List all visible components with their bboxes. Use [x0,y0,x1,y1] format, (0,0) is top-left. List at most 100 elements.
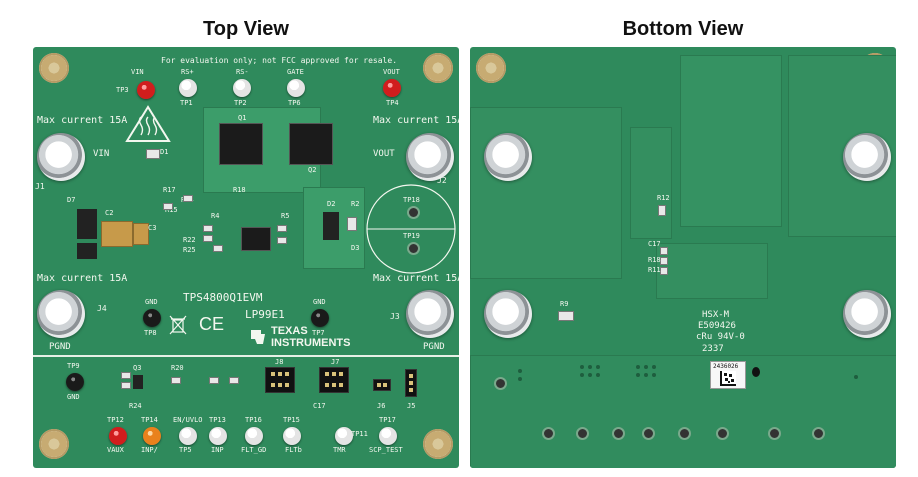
controller-ic [241,227,271,251]
q1-label: Q1 [238,114,247,122]
terminal-j3-pgnd[interactable] [406,290,454,338]
testpoint-tp9-gnd[interactable] [66,373,84,391]
resistor-r11 [660,267,668,275]
solder-joint [542,427,555,440]
r5-label: R5 [281,212,290,220]
max-current-pgnd-left-label: Max current 15A [37,273,128,284]
testpoint-vin-name: VIN [131,68,144,76]
tp5-label: TP5 [179,446,192,454]
testpoint-gate-label: TP6 [288,99,301,107]
bottom-view-board: R12 C17 R18 R11 R9 HSX-M E509426 cRu 94V… [470,47,896,468]
r17-label: R17 [163,186,176,194]
terminal-j4-pgnd[interactable] [37,290,85,338]
tp11-name: TMR [333,446,346,454]
copper-pour [630,127,672,239]
testpoint-vin[interactable] [137,81,155,99]
tp13-name: INP [211,446,224,454]
component [77,243,97,259]
testpoint-tp14-inp-bar[interactable] [143,427,161,445]
c2-label: C2 [105,209,114,217]
c17-label: C17 [313,402,326,410]
testpoint-gate[interactable] [287,79,305,97]
testpoint-tp19[interactable] [407,242,420,255]
board-marking-line2: E509426 [698,321,736,331]
pgnd-right-label: PGND [423,342,445,352]
resistor [171,377,181,384]
testpoint-tp12-vaux[interactable] [109,427,127,445]
testpoint-tp16-flt-gd[interactable] [245,427,263,445]
board-marking-line1: HSX-M [702,310,730,320]
top-view-board: For evaluation only; not FCC approved fo… [33,47,459,468]
testpoint-tp7-gnd[interactable] [311,309,329,327]
pgnd-left-label: PGND [49,342,71,352]
j1-label: J1 [35,182,45,191]
jumper-header-j8[interactable] [265,367,295,393]
tp5-name: EN/UVLO [173,416,203,424]
tp11-label: TP11 [351,430,368,438]
capacitor-c2 [101,221,133,247]
testpoint-rs-plus[interactable] [179,79,197,97]
testpoint-tp11-tmr[interactable] [335,427,353,445]
revision-code: LP99E1 [245,308,285,321]
resistor-r2 [347,217,357,231]
jumper-header-j6[interactable] [373,379,391,391]
tp18-label: TP18 [403,196,420,204]
copper-pour [470,355,896,468]
terminal-back [843,133,891,181]
testpoint-tp5-en-uvlo[interactable] [179,427,197,445]
j5-label: J5 [407,402,416,410]
testpoint-tp18[interactable] [407,206,420,219]
j6-label: J6 [377,402,386,410]
r15-label: R15 [165,206,178,214]
r25-label: R25 [183,246,196,254]
weee-bin-icon [169,315,187,335]
black-dot [752,367,760,377]
jumper-header-j5[interactable] [405,369,417,397]
testpoint-gate-name: GATE [287,68,304,76]
terminal-j1-vin[interactable] [37,133,85,181]
bottom-view-title: Bottom View [622,18,744,40]
max-current-vout-label: Max current 15A [373,115,459,126]
terminal-j2-vout[interactable] [406,133,454,181]
copper-pour [680,55,782,227]
tvs-diode-d7 [77,209,97,239]
testpoint-rs-minus[interactable] [233,79,251,97]
testpoint-tp13-inp[interactable] [209,427,227,445]
solder-joint [678,427,691,440]
diode-d2 [323,212,339,240]
j7-label: J7 [331,358,340,366]
fcc-notice: For evaluation only; not FCC approved fo… [161,56,398,65]
d1-label: D1 [160,148,169,156]
tp12-label: TP12 [107,416,124,424]
r22-label: R22 [183,236,196,244]
j8-label: J8 [275,358,284,366]
mosfet-q1 [219,123,263,165]
ti-name-line1: TEXAS [271,325,308,337]
terminal-back [843,290,891,338]
resistor-r18 [660,257,668,265]
testpoint-vout[interactable] [383,79,401,97]
d3-label: D3 [351,244,360,252]
transistor-q3 [133,375,143,389]
resistor [121,372,131,379]
copper-pour [470,107,622,279]
solder-joint [576,427,589,440]
testpoint-tp8-gnd[interactable] [143,309,161,327]
jumper-header-j7[interactable] [319,367,349,393]
diode-d1 [146,149,160,159]
tp8-name: GND [145,298,158,306]
testpoint-vout-label: TP4 [386,99,399,107]
ti-name-line2: INSTRUMENTS [271,337,351,349]
r11-label: R11 [648,266,661,274]
resistor [213,245,223,252]
testpoint-tp15-fltb[interactable] [283,427,301,445]
tp12-name: VAUX [107,446,124,454]
serial-sticker: 2436026 [710,361,746,389]
terminal-back [484,290,532,338]
q2-label: Q2 [308,166,317,174]
testpoint-tp17-scp-test[interactable] [379,427,397,445]
mounting-hole [39,53,69,83]
top-view-title: Top View [203,18,289,40]
capacitor-c17 [660,247,668,255]
r18-label: R18 [233,186,246,194]
